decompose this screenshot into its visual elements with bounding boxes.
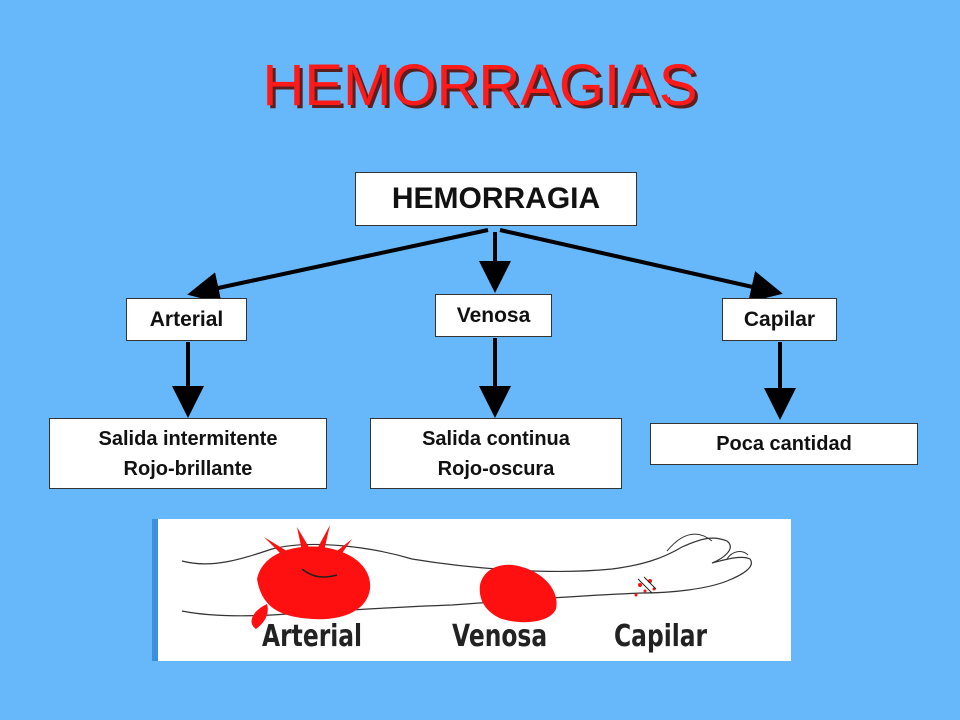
arm-bleeding-illustration: Arterial Venosa Capilar: [152, 519, 791, 661]
desc-venosa-line1: Salida continua: [422, 427, 570, 450]
desc-venosa-line2: Rojo-oscura: [437, 457, 555, 480]
root-node-box: HEMORRAGIA: [355, 172, 637, 226]
type-label-arterial: Arterial: [149, 307, 224, 331]
desc-box-capilar: Poca cantidad: [650, 423, 918, 465]
illus-label-arterial: Arterial: [262, 619, 363, 654]
arrow-to-arterial: [187, 228, 489, 304]
desc-box-venosa: Salida continua Rojo-oscura: [370, 418, 622, 489]
desc-box-arterial: Salida intermitente Rojo-brillante: [49, 418, 327, 489]
type-box-venosa: Venosa: [435, 294, 552, 337]
arm-drawing: [152, 519, 752, 661]
illus-label-capilar: Capilar: [614, 619, 708, 654]
type-box-capilar: Capilar: [722, 298, 837, 341]
desc-capilar-line1: Poca cantidad: [716, 433, 852, 455]
root-node-label: HEMORRAGIA: [391, 182, 601, 215]
type-label-venosa: Venosa: [456, 303, 531, 327]
desc-arterial-line2: Rojo-brillante: [123, 457, 253, 480]
type-label-capilar: Capilar: [743, 307, 816, 331]
desc-arterial-line1: Salida intermitente: [98, 427, 278, 450]
slide-title: HEMORRAGIAS: [262, 53, 698, 118]
type-box-arterial: Arterial: [126, 298, 247, 341]
arrow-to-capilar: [499, 228, 783, 303]
illus-label-venosa: Venosa: [452, 619, 548, 654]
